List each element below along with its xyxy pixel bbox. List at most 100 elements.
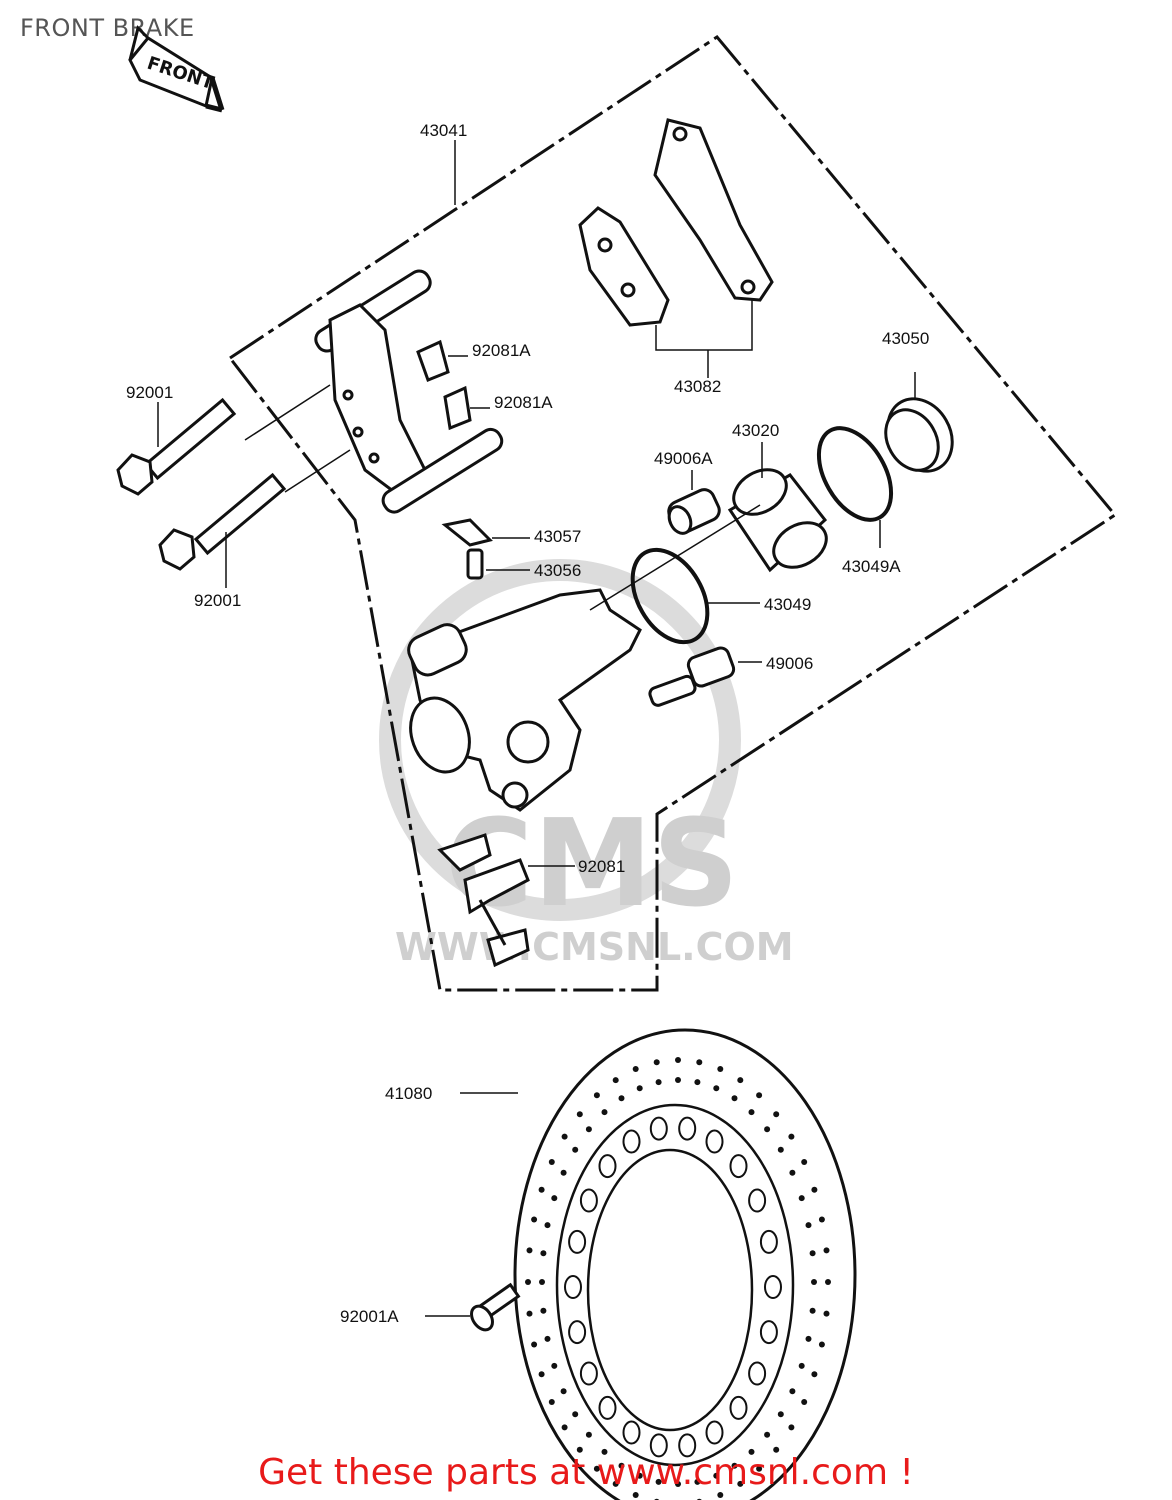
part-label-41080: 41080 [385, 1084, 432, 1103]
disc-small-hole [612, 1480, 619, 1487]
part-labels: 43041 92081A 92081A 43082 43050 92001 43… [126, 121, 929, 1326]
disc-small-hole [585, 1126, 592, 1133]
dust-seal-ring-icon [816, 426, 894, 522]
part-label-92001a: 92001A [340, 1307, 399, 1326]
part-label-92081a-upper: 92081A [472, 341, 531, 360]
dust-boot-icon [667, 488, 721, 535]
disc-small-hole [572, 1411, 579, 1418]
disc-small-hole [773, 1111, 780, 1118]
disc-small-hole [544, 1335, 551, 1342]
disc-small-hole [737, 1480, 744, 1487]
disc-small-hole [694, 1079, 701, 1086]
part-label-92081a-lower: 92081A [494, 393, 553, 412]
disc-large-hole [622, 1129, 641, 1154]
disc-small-hole [538, 1371, 545, 1378]
disc-small-hole [798, 1195, 805, 1202]
caliper-assembly-outline [227, 35, 1118, 992]
part-label-92001-upper: 92001 [126, 383, 173, 402]
disc-small-hole [632, 1492, 639, 1498]
brake-disc-icon [513, 1028, 857, 1500]
disc-small-hole [825, 1279, 831, 1285]
disc-small-hole [773, 1446, 780, 1453]
disc-small-hole [538, 1186, 545, 1193]
disc-small-hole [601, 1109, 608, 1116]
disc-small-hole [801, 1159, 808, 1165]
part-label-92081: 92081 [578, 857, 625, 876]
disc-large-hole [705, 1129, 724, 1154]
disc-small-hole [655, 1079, 662, 1086]
disc-small-hole [748, 1109, 755, 1116]
disc-large-hole [579, 1361, 598, 1386]
disc-small-hole [809, 1307, 816, 1314]
disc-small-hole [789, 1169, 796, 1176]
disc-small-hole [601, 1448, 608, 1455]
part-label-43049: 43049 [764, 595, 811, 614]
pad-spring-icon [437, 833, 530, 968]
disc-small-hole [560, 1388, 567, 1395]
disc-small-hole [548, 1399, 555, 1405]
part-label-49006a: 49006A [654, 449, 713, 468]
disc-small-hole [696, 1059, 703, 1066]
caliper-bracket-icon [314, 269, 504, 514]
disc-small-hole [561, 1133, 568, 1140]
disc-small-hole [777, 1146, 784, 1153]
disc-large-hole [759, 1229, 778, 1254]
disc-small-hole [805, 1222, 812, 1229]
watermark-logo: CMS [445, 795, 739, 934]
front-arrow-icon: FRONT [128, 25, 225, 113]
disc-holes [525, 1057, 831, 1500]
disc-small-hole [551, 1362, 558, 1369]
disc-small-hole [818, 1216, 825, 1223]
disc-small-hole [655, 1478, 662, 1485]
disc-small-hole [756, 1465, 763, 1472]
disc-small-hole [540, 1250, 547, 1257]
part-label-43049a: 43049A [842, 557, 901, 576]
disc-large-hole [678, 1116, 697, 1141]
footer-link[interactable]: Get these parts at www.cmsnl.com ! [258, 1452, 914, 1493]
dust-cap-icon [884, 397, 954, 473]
disc-small-hole [576, 1446, 583, 1453]
part-label-92001-lower: 92001 [194, 591, 241, 610]
disc-small-hole [544, 1222, 551, 1229]
disc-small-hole [811, 1279, 817, 1285]
disc-bolt-icon [470, 1282, 521, 1332]
disc-small-hole [675, 1481, 681, 1487]
disc-small-hole [632, 1066, 639, 1072]
disc-large-hole [729, 1154, 748, 1179]
disc-small-hole [593, 1092, 600, 1099]
disc-small-hole [539, 1279, 545, 1285]
disc-small-hole [675, 1057, 681, 1063]
disc-small-hole [540, 1307, 547, 1314]
disc-small-hole [789, 1388, 796, 1395]
disc-small-hole [756, 1092, 763, 1099]
piston-seal-ring-icon [630, 547, 710, 645]
disc-small-hole [561, 1424, 568, 1431]
disc-small-hole [731, 1462, 738, 1469]
watermark-url: WWW.CMSNL.COM [395, 925, 794, 969]
disc-small-hole [788, 1133, 795, 1140]
disc-small-hole [713, 1085, 720, 1092]
disc-small-hole [694, 1478, 701, 1485]
disc-small-hole [548, 1159, 555, 1165]
part-label-43056: 43056 [534, 561, 581, 580]
disc-large-hole [764, 1275, 782, 1299]
disc-large-hole [649, 1433, 668, 1458]
disc-small-hole [823, 1247, 830, 1254]
disc-small-hole [526, 1310, 533, 1317]
disc-small-hole [525, 1279, 531, 1285]
disc-small-hole [731, 1095, 738, 1102]
part-label-49006: 49006 [766, 654, 813, 673]
disc-small-hole [809, 1250, 816, 1257]
disc-small-hole [551, 1195, 558, 1202]
disc-small-hole [798, 1362, 805, 1369]
disc-large-hole [649, 1116, 668, 1141]
watermark: CMS WWW.CMSNL.COM [379, 559, 794, 969]
disc-large-hole [729, 1395, 748, 1420]
disc-large-hole [622, 1420, 641, 1445]
disc-small-hole [526, 1247, 533, 1254]
disc-small-hole [823, 1310, 830, 1317]
disc-small-hole [805, 1335, 812, 1342]
part-label-43057: 43057 [534, 527, 581, 546]
disc-large-hole [759, 1320, 778, 1345]
disc-small-hole [618, 1462, 625, 1469]
